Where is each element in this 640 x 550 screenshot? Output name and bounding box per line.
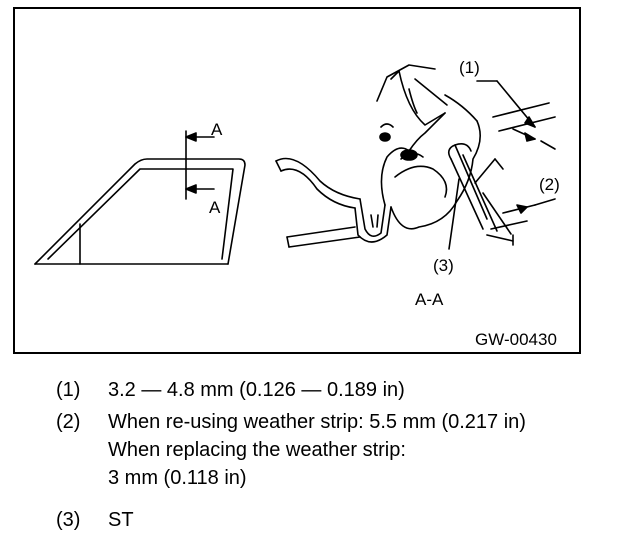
legend-text: ST <box>108 509 134 531</box>
figure-frame: A A (1) (2) (3) A-A GW-00430 <box>13 7 581 354</box>
callout-1: (1) <box>459 58 480 77</box>
legend-number: (1) <box>56 379 81 401</box>
legend-text: When replacing the weather strip: <box>108 439 406 461</box>
legend-text: 3.2 — 4.8 mm (0.126 — 0.189 in) <box>108 379 405 401</box>
legend-text: When re-using weather strip: 5.5 mm (0.2… <box>108 411 526 433</box>
section-line <box>185 130 215 200</box>
callout-2: (2) <box>539 175 560 194</box>
callout-3: (3) <box>433 256 454 275</box>
legend-text: 3 mm (0.118 in) <box>108 467 247 489</box>
figure-id: GW-00430 <box>475 330 557 349</box>
section-marker-bottom: A <box>209 198 221 217</box>
section-title: A-A <box>415 290 444 309</box>
weather-strip-diagram <box>34 64 556 265</box>
legend-number: (2) <box>56 411 81 433</box>
section-marker-top: A <box>211 120 223 139</box>
legend-number: (3) <box>56 509 81 531</box>
cross-section-view <box>275 64 556 250</box>
